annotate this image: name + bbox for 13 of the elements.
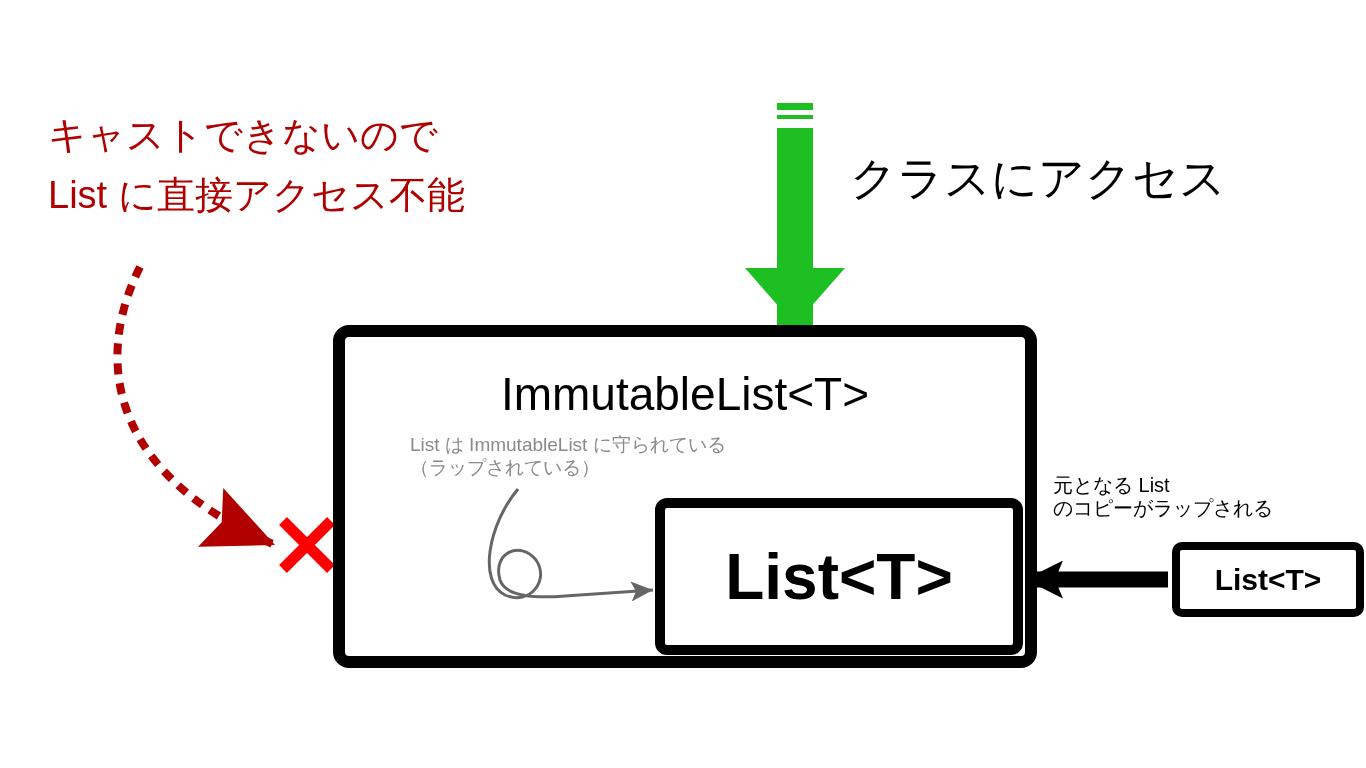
box-title: ImmutableList<T> — [499, 367, 871, 421]
note-text: List は ImmutableList に守られている（ラップされている） — [410, 433, 727, 479]
box-title: List<T> — [725, 539, 953, 614]
arrow — [745, 128, 845, 325]
box-title: List<T> — [1214, 562, 1322, 597]
inner-box — [655, 498, 1023, 655]
arrow — [487, 488, 654, 602]
list-box — [1172, 542, 1364, 617]
outer-box — [333, 325, 1037, 668]
warning-text: キャストできないので List に直接アクセス不能 — [48, 113, 466, 218]
arrow — [113, 265, 277, 549]
edge-label: 元となる List のコピーがラップされる — [1053, 473, 1274, 520]
caption-text: クラスにアクセス — [850, 151, 1226, 206]
